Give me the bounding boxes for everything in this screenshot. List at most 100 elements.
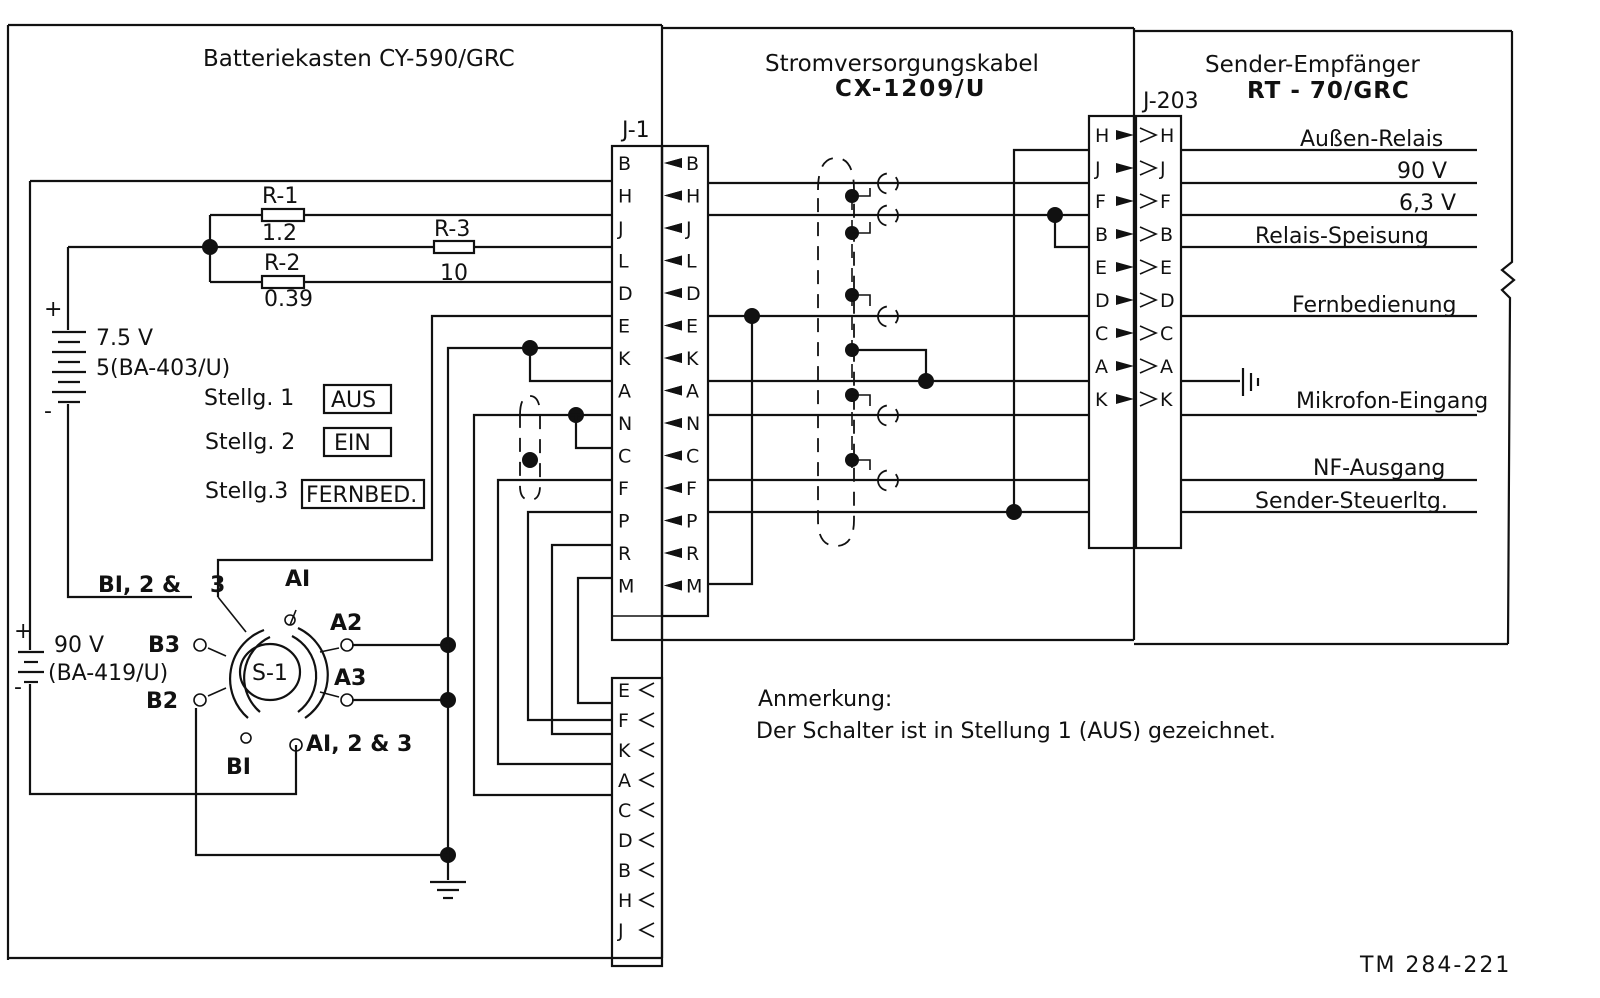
j203_right_pins-pin-b: B [1160,224,1173,246]
j1_pins-pin-b: B [618,153,631,175]
pin-arrow-icon [664,223,682,233]
j1_lower_pins-pin-c: C [618,800,631,822]
cable_pins-pin-a: A [686,381,699,403]
j1_pins-pin-l: L [618,251,629,273]
j203_left_pins-pin-b: B [1095,224,1108,246]
j1_pins-pin-r: R [618,543,631,565]
j203_left_pins-pin-a: A [1095,356,1108,378]
pin-arrow-icon [664,190,682,201]
bat1-minus: - [44,399,52,424]
j203_right_pins-pin-e: E [1160,257,1172,279]
cable_pins-pin-p: P [686,511,697,533]
j203_right_pins-pin-j: J [1159,158,1166,180]
pin-arrow-icon [1116,394,1134,404]
pin-arrow-icon [664,320,682,331]
note-text: Der Schalter ist in Stellung 1 (AUS) gez… [756,719,1276,744]
signal-relais-speisung: Relais-Speisung [1255,224,1429,249]
bat1-plus: + [44,297,62,322]
j1_lower_pins-pin-d: D [618,830,633,852]
j203_right_pins-pin-a: A [1160,356,1173,378]
j203_left_pins-pin-j: J [1094,158,1101,180]
cable_pins-pin-k: K [686,348,699,370]
position-3-value: FERNBED. [306,483,417,508]
cable_pins-pin-l: L [686,251,697,273]
signal-nf-ausgang: NF-Ausgang [1313,456,1445,481]
pin-arrow-icon [664,353,682,363]
socket-chevron-icon [638,832,655,848]
term-b123: BI, 2 & [98,573,181,598]
battery-wiring [18,181,612,900]
pin-arrow-icon [1116,196,1134,206]
term-a1-top: AI [285,567,310,592]
j1_pins-pin-h: H [618,186,632,208]
term-a123: AI, 2 & 3 [306,732,412,757]
j1_lower_pins-pin-j: J [617,920,624,942]
pin-arrow-icon [664,385,682,396]
position-1-box [322,383,393,415]
socket-chevron-icon [1139,160,1158,176]
j1_lower_pins-pin-e: E [618,680,630,702]
pin-arrow-icon [1116,163,1134,173]
j1_pins-pin-e: E [618,316,630,338]
signal-aussen-relais: Außen-Relais [1300,127,1443,152]
socket-chevron-icon [1139,193,1158,209]
j1-label: J-1 [620,118,650,143]
term-b1: BI [226,755,251,780]
pin-arrow-icon [664,580,682,591]
j1_pins-pin-m: M [618,576,634,598]
pin-arrow-icon [1116,328,1134,338]
r1-name: R-1 [262,184,298,209]
j203_left_pins-pin-c: C [1095,323,1108,345]
pin-arrow-icon [664,515,682,526]
bat1-voltage: 7.5 V [96,326,153,351]
socket-chevron-icon [638,862,655,878]
cable-shield [817,157,899,547]
socket-chevron-icon [1139,226,1158,242]
term-b2: B2 [146,689,178,714]
signal-fernbedienung: Fernbedienung [1292,293,1457,318]
cable_pins-pin-j: J [685,218,692,240]
socket-chevron-icon [638,802,655,818]
j1_pins-pin-j: J [617,218,624,240]
j1_pins-pin-a: A [618,381,631,403]
pin-arrow-icon [664,288,682,298]
pin-arrow-icon [664,548,682,558]
socket-chevron-icon [638,742,655,758]
position-2-label: Stellg. 2 [205,430,295,455]
switch-label: S-1 [252,661,288,686]
pin-arrow-icon [664,255,682,266]
socket-chevron-icon [1139,358,1158,374]
battery-7v5-icon [52,330,86,404]
term-a3: A3 [334,666,366,691]
junction-dots [202,207,1063,863]
j203_left_pins-pin-d: D [1095,290,1110,312]
pin-arrow-icon [1116,295,1134,305]
cable_pins-pin-c: C [686,446,699,468]
r2-value: 0.39 [264,287,313,312]
r3-value: 10 [440,261,468,286]
j203_right_pins-pin-f: F [1160,191,1171,213]
term-b3: B3 [148,633,180,658]
bat2-minus: - [14,675,22,700]
socket-chevron-icon [1139,325,1158,341]
j203-label: J-203 [1141,89,1199,114]
j203_left_pins-pin-e: E [1095,257,1107,279]
switch-s1 [193,596,354,752]
j1_pins-pin-k: K [618,348,631,370]
j203_right_pins-pin-c: C [1160,323,1173,345]
battery-90v-icon [18,650,44,684]
position-1-label: Stellg. 1 [204,386,294,411]
j1_pins-pin-p: P [618,511,629,533]
socket-chevron-icon [1139,391,1158,407]
receiver-lines [1181,148,1477,514]
j1_lower_pins-pin-k: K [618,740,631,762]
socket-chevron-icon [1139,127,1158,143]
cable-wires [30,148,1089,586]
cable_pins-pin-f: F [686,478,697,500]
r3-name: R-3 [434,217,470,242]
